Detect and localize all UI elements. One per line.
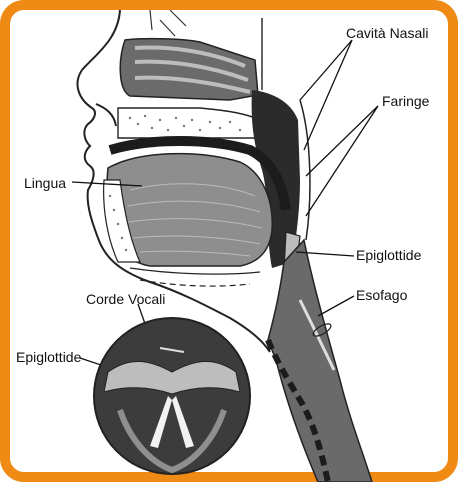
label-epiglottide-inset: Epiglottide	[16, 349, 82, 365]
forehead-mark	[150, 10, 186, 36]
label-epiglottide: Epiglottide	[356, 247, 422, 263]
vocal-cords-inset	[94, 318, 250, 474]
upper-lip	[96, 104, 116, 126]
label-corde-vocali: Corde Vocali	[86, 291, 165, 307]
label-esofago: Esofago	[356, 287, 408, 303]
label-lingua: Lingua	[24, 175, 66, 191]
label-faringe: Faringe	[382, 93, 430, 109]
label-cavita-nasali: Cavità Nasali	[346, 25, 428, 41]
